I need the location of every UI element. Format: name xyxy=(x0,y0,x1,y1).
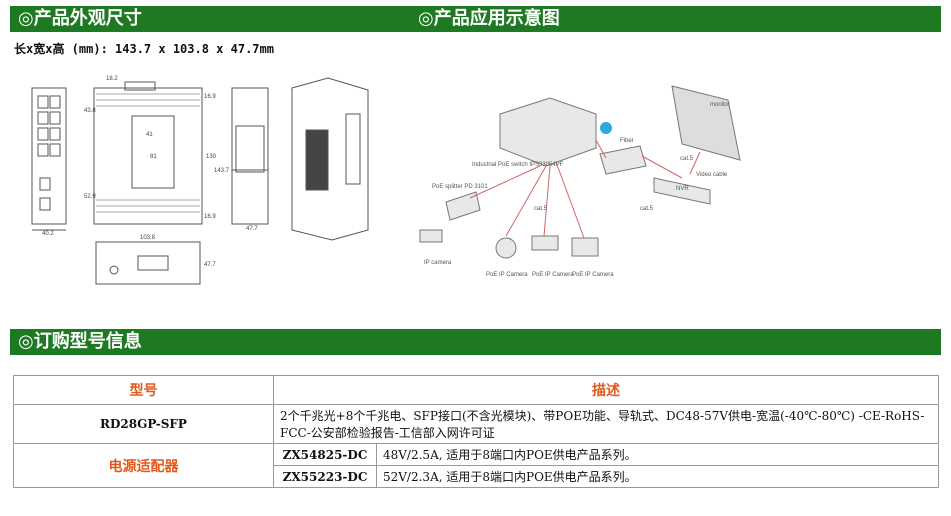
svg-text:PoE IP Camera: PoE IP Camera xyxy=(486,272,528,278)
section-header-order: ◎订购型号信息 xyxy=(10,329,941,355)
svg-text:cat.5: cat.5 xyxy=(534,206,548,212)
svg-text:41: 41 xyxy=(146,132,153,138)
rear-view-body xyxy=(231,87,269,225)
front-view-body xyxy=(31,87,67,225)
monitor-image xyxy=(671,85,741,161)
table-row: RD28GP-SFP 2个千兆光+8个千兆电、SFP接口(不含光模块)、带POE… xyxy=(13,404,939,444)
svg-text:Fiber: Fiber xyxy=(620,138,634,144)
iso-view-body xyxy=(291,77,369,241)
bottom-view-body xyxy=(95,241,201,285)
network-cloud-icon xyxy=(600,122,612,134)
svg-text:16.9: 16.9 xyxy=(204,94,216,100)
poe-splitter-image xyxy=(445,191,481,221)
side-view-body xyxy=(93,87,203,225)
adapter-description-cell: 52V/2.3A, 适用于8端口内POE供电产品系列。 xyxy=(376,465,939,488)
section-header-application: ◎产品应用示意图 xyxy=(410,6,941,32)
svg-text:18.2: 18.2 xyxy=(106,76,118,82)
table-row: 电源适配器 ZX54825-DC 48V/2.5A, 适用于8端口内POE供电产… xyxy=(13,443,939,488)
svg-text:130: 130 xyxy=(206,154,217,160)
header-description: 描述 xyxy=(273,375,939,405)
svg-text:NVR: NVR xyxy=(676,186,689,192)
svg-text:81: 81 xyxy=(150,154,157,160)
adapter-category-cell: 电源适配器 xyxy=(13,443,274,488)
section-header-dimensions: ◎产品外观尺寸 xyxy=(10,6,410,32)
svg-text:monitor: monitor xyxy=(710,102,730,108)
svg-text:143.7: 143.7 xyxy=(214,168,230,174)
svg-text:PoE splitter PD 3101: PoE splitter PD 3101 xyxy=(432,184,488,190)
svg-text:40.2: 40.2 xyxy=(42,231,54,237)
svg-text:PoE IP Camera: PoE IP Camera xyxy=(532,272,574,278)
svg-text:IP camera: IP camera xyxy=(424,260,452,266)
dimensions-text: 长x宽x高 (mm): 143.7 x 103.8 x 47.7mm xyxy=(14,42,274,56)
svg-text:cat.5: cat.5 xyxy=(640,206,654,212)
svg-text:PoE IP Camera: PoE IP Camera xyxy=(572,272,614,278)
section-title-application: ◎产品应用示意图 xyxy=(418,8,560,29)
svg-text:52.9: 52.9 xyxy=(84,194,96,200)
svg-text:16.9: 16.9 xyxy=(204,214,216,220)
svg-text:Video cable: Video cable xyxy=(696,172,728,178)
application-diagram: Industrial PoE switch IPS33054PF PoE spl… xyxy=(419,85,741,278)
svg-text:47.7: 47.7 xyxy=(246,226,258,232)
order-table: 型号 描述 RD28GP-SFP 2个千兆光+8个千兆电、SFP接口(不含光模块… xyxy=(13,375,939,488)
svg-text:47.7: 47.7 xyxy=(204,262,216,268)
section-title-order: ◎订购型号信息 xyxy=(18,331,142,352)
description-cell: 2个千兆光+8个千兆电、SFP接口(不含光模块)、带POE功能、导轨式、DC48… xyxy=(273,404,939,444)
svg-text:43.8: 43.8 xyxy=(84,108,96,114)
dome-camera-image xyxy=(495,237,517,259)
table-row: ZX55223-DC 52V/2.3A, 适用于8端口内POE供电产品系列。 xyxy=(14,465,939,488)
adapter-description-cell: 48V/2.5A, 适用于8端口内POE供电产品系列。 xyxy=(376,443,939,466)
adapter-code-cell: ZX54825-DC xyxy=(273,443,377,466)
nvr-image xyxy=(653,177,711,205)
media-converter-image xyxy=(599,145,647,175)
section-title-dimensions: ◎产品外观尺寸 xyxy=(18,8,142,29)
svg-text:Industrial PoE switch IPS33054: Industrial PoE switch IPS33054PF xyxy=(472,162,564,168)
poe-switch-image xyxy=(499,97,597,167)
box-camera-image xyxy=(571,237,599,257)
model-cell: RD28GP-SFP xyxy=(13,404,274,444)
header-model: 型号 xyxy=(13,375,274,405)
dimension-drawing: 18.2 43.8 16.9 41 81 130 143.7 52.9 16.9… xyxy=(31,76,369,285)
ip-camera-image xyxy=(419,229,443,243)
svg-text:cat.5: cat.5 xyxy=(680,156,694,162)
bullet-camera-image xyxy=(531,235,559,251)
adapter-code-cell: ZX55223-DC xyxy=(273,465,377,488)
svg-text:103.8: 103.8 xyxy=(140,235,156,241)
table-header-row: 型号 描述 xyxy=(13,375,939,405)
